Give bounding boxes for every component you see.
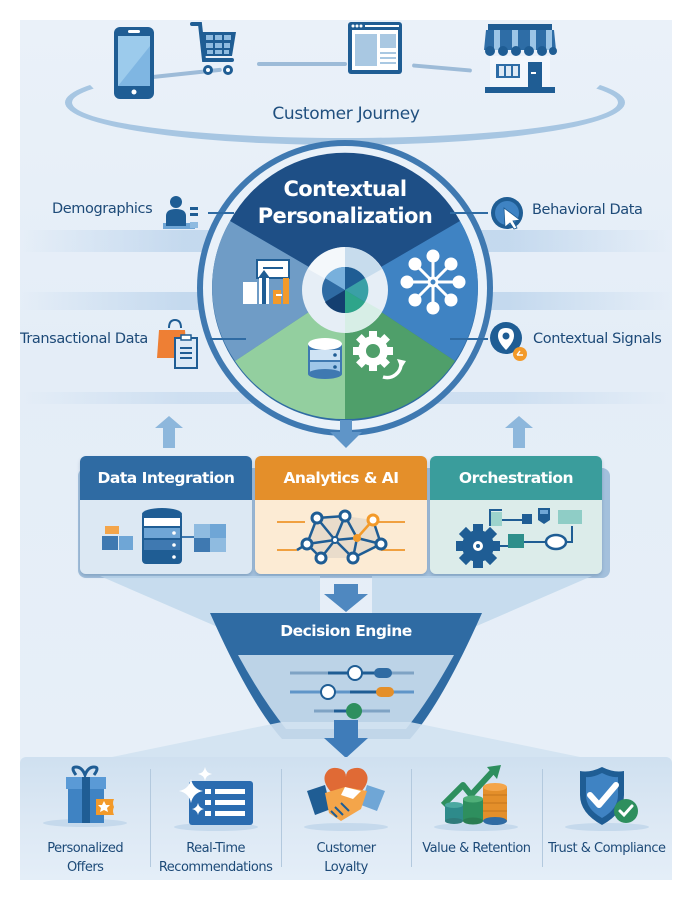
shopping-bag-receipt-icon: [157, 318, 198, 369]
outcome-personalized-offers: Personalized Offers: [20, 757, 150, 880]
pillar-orchestration: Orchestration: [430, 456, 602, 574]
funnel-output: [112, 720, 580, 758]
transactional-connector: [210, 338, 246, 340]
decision-engine-label: Decision Engine: [280, 622, 412, 640]
sparkle-list-icon: [173, 767, 258, 831]
outcome-label-line1: Customer: [316, 841, 376, 856]
pillar-orchestration-header: Orchestration: [430, 456, 602, 500]
contextual-connector: [450, 338, 488, 340]
outcome-trust-compliance: Trust & Compliance: [541, 757, 672, 880]
person-profile-icon: [163, 196, 198, 229]
input-transactional-label: Transactional Data: [20, 331, 148, 347]
arrow-down-icon: [324, 584, 368, 612]
decision-engine-funnel: [210, 613, 482, 739]
network-hub-icon: [400, 249, 466, 315]
arrow-up-icon: [155, 416, 183, 448]
outcome-label-line1: Value & Retention: [422, 841, 531, 856]
hub-title-line1: Contextual: [284, 177, 407, 201]
pillar-analytics-ai: Analytics & AI: [255, 456, 427, 574]
smartphone-icon: [114, 27, 154, 99]
neural-network-icon: [277, 509, 405, 565]
decision-slider[interactable]: [290, 684, 414, 700]
decision-slider[interactable]: [314, 703, 390, 719]
outcome-real-time-recommendations: Real-Time Recommendations: [150, 757, 280, 880]
journey-connector: [257, 62, 347, 66]
database-sync-icon: [102, 508, 226, 564]
shopping-cart-icon: [190, 22, 236, 75]
arrow-up-icon: [505, 416, 533, 448]
input-demographics-label: Demographics: [52, 201, 153, 217]
cursor-click-icon: [491, 197, 523, 230]
pillar-data-integration-header: Data Integration: [80, 456, 252, 500]
behavioral-connector: [450, 212, 488, 214]
handshake-heart-icon: [304, 767, 389, 831]
outcome-label-line2: Recommendations: [158, 860, 273, 875]
bar-chart-icon: [243, 259, 290, 304]
gear-workflow-icon: [456, 508, 582, 568]
location-pin-icon: [490, 322, 527, 361]
input-behavioral-label: Behavioral Data: [532, 202, 643, 218]
outcome-label-line2: Offers: [66, 860, 104, 875]
pillar-data-integration: Data Integration: [80, 456, 252, 574]
customer-journey-label: Customer Journey: [272, 104, 420, 124]
gift-coupon-icon: [43, 765, 128, 827]
outcome-label-line1: Personalized: [47, 841, 124, 856]
hub-segment-network: [345, 221, 478, 361]
outcome-value-retention: Value & Retention: [411, 757, 541, 880]
hub-segment-title: [230, 152, 460, 288]
demographics-connector: [208, 212, 234, 214]
arrow-down-icon: [330, 420, 362, 448]
outcome-label-line1: Trust & Compliance: [548, 841, 666, 856]
outcomes-bar: Personalized Offers Real-Time Recommenda…: [20, 757, 672, 880]
outcome-customer-loyalty: Customer Loyalty: [280, 757, 411, 880]
outcome-label-line1: Real-Time: [186, 841, 246, 856]
browser-window-icon: [348, 22, 402, 74]
decision-slider[interactable]: [290, 665, 414, 681]
arrow-down-icon: [324, 720, 368, 758]
growth-coins-icon: [434, 765, 519, 831]
input-contextual-label: Contextual Signals: [533, 331, 662, 347]
storefront-icon: [484, 24, 557, 93]
infographic-panel: Customer Journey: [20, 20, 672, 880]
pillar-analytics-ai-header: Analytics & AI: [255, 456, 427, 500]
outcome-label-line2: Loyalty: [324, 860, 368, 875]
hub-title-line2: Personalization: [258, 204, 432, 228]
database-icon: [308, 338, 342, 379]
contextual-personalization-hub: Contextual Personalization: [197, 140, 493, 436]
gear-sync-icon: [353, 331, 406, 380]
shield-check-icon: [564, 767, 649, 831]
